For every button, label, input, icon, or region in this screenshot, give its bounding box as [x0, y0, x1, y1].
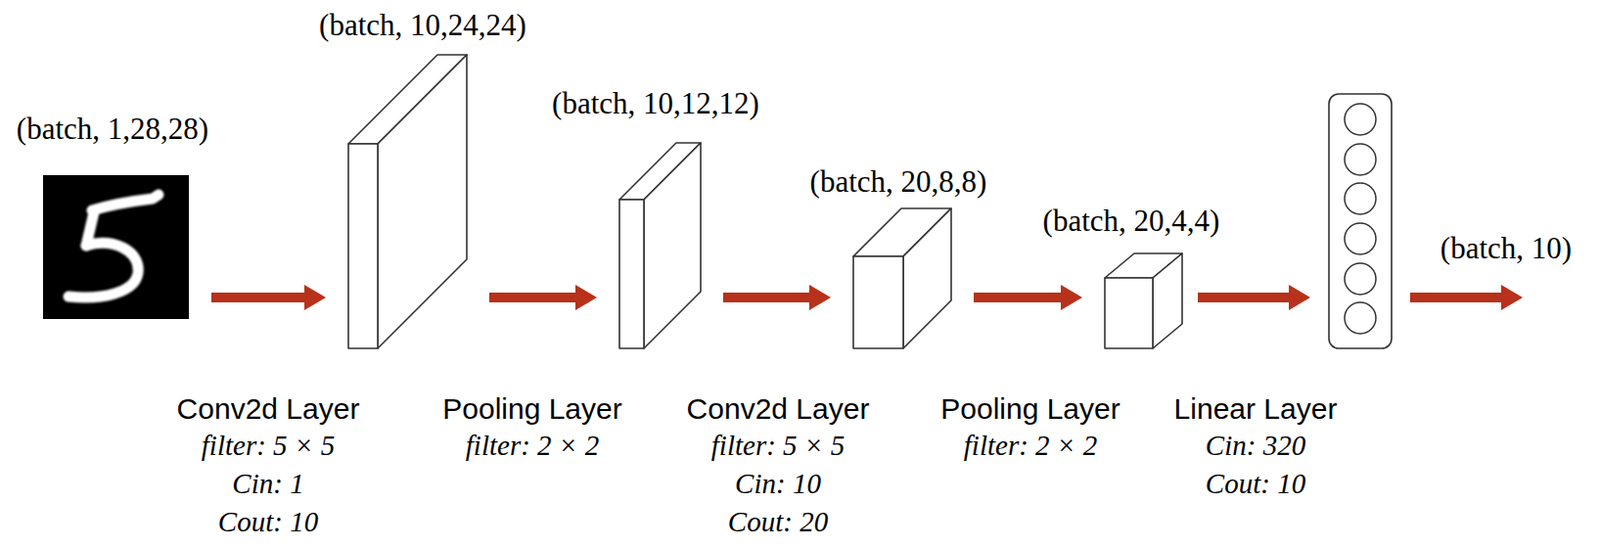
arrow-shaft — [973, 292, 1061, 303]
layer-parameter: Cin: 320 — [1205, 430, 1306, 462]
node-outline — [43, 175, 189, 320]
feature-map-cuboid: (batch, 20,4,4) — [1104, 253, 1183, 349]
layer-parameter: filter: 2 × 2 — [465, 430, 599, 462]
arrow-shaft — [489, 292, 576, 303]
cuboid-side — [377, 54, 467, 349]
tensor-shape-label: (batch, 10,12,12) — [551, 87, 760, 121]
neuron-circle — [1344, 302, 1376, 334]
neuron-circle — [1344, 103, 1376, 136]
cuboid-side — [643, 142, 701, 349]
feature-map-cuboid: (batch, 20,8,8) — [853, 208, 952, 349]
neuron-circle — [1344, 182, 1376, 215]
flow-arrow — [723, 284, 831, 311]
flow-arrow — [1410, 284, 1523, 311]
neuron-circle — [1344, 263, 1376, 295]
feature-map-cuboid: (batch, 10,12,12) — [619, 142, 701, 349]
arrow-shaft — [723, 292, 810, 303]
digit-stroke — [91, 194, 159, 211]
layer-name: Conv2d Layer — [177, 392, 361, 425]
arrow-head — [304, 284, 326, 311]
node-outline — [1104, 253, 1183, 349]
node-outline — [619, 142, 701, 349]
input-image: (batch, 1,28,28) — [43, 175, 189, 320]
layer-parameter: Cout: 20 — [728, 506, 828, 539]
node-outline — [348, 54, 467, 349]
neuron-circle — [1344, 143, 1376, 176]
layer-parameter: Cout: 10 — [218, 506, 319, 539]
feature-map-cuboid: (batch, 10,24,24) — [348, 54, 467, 349]
flow-arrow — [211, 284, 326, 311]
layer-parameter: Cout: 10 — [1205, 468, 1306, 501]
layer-parameter: filter: 2 × 2 — [963, 430, 1098, 462]
tensor-shape-label: (batch, 10) — [1440, 231, 1572, 266]
layer-parameter: Cin: 10 — [734, 468, 822, 501]
cuboid-front — [619, 199, 644, 349]
flow-arrow — [973, 284, 1083, 311]
cuboid-front — [1104, 277, 1153, 349]
cuboid-side — [903, 208, 952, 349]
tensor-shape-label: (batch, 20,8,8) — [810, 165, 988, 199]
layer-parameter: Cin: 1 — [231, 468, 304, 501]
linear-layer-frame — [1328, 93, 1392, 349]
arrow-head — [809, 284, 831, 311]
layer-name: Pooling Layer — [940, 392, 1120, 425]
flow-arrow — [1197, 284, 1311, 311]
tensor-shape-label: (batch, 10,24,24) — [319, 8, 527, 43]
digit-background — [43, 175, 189, 320]
tensor-shape-label: (batch, 20,4,4) — [1043, 204, 1221, 238]
neuron-circle — [1344, 223, 1376, 255]
layer-parameter: filter: 5 × 5 — [201, 430, 335, 462]
digit-five — [68, 194, 159, 298]
arrow-shaft — [211, 292, 305, 303]
layer-name: Conv2d Layer — [686, 392, 870, 425]
cuboid-front — [853, 256, 904, 349]
digit-stroke — [68, 243, 138, 298]
node-outline — [853, 208, 952, 349]
cuboid-front — [348, 143, 378, 349]
layer-parameter: filter: 5 × 5 — [711, 430, 845, 462]
layer-name: Linear Layer — [1174, 392, 1338, 425]
layer-name: Pooling Layer — [442, 392, 622, 425]
arrow-head — [1060, 284, 1083, 311]
arrow-head — [575, 284, 597, 311]
tensor-shape-label: (batch, 1,28,28) — [16, 112, 209, 146]
flow-arrow — [489, 284, 597, 311]
cuboid-side — [1152, 253, 1183, 349]
